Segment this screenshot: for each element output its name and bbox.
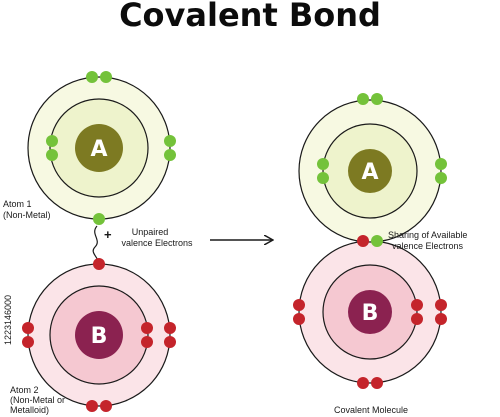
atom-a-right-symbol: A (361, 160, 378, 185)
electron (371, 93, 383, 105)
electron (86, 71, 98, 83)
electron (46, 135, 58, 147)
electron (86, 400, 98, 412)
sharing-label-line1: Sharing of Available (388, 230, 467, 240)
atom-a-left-symbol: A (90, 137, 107, 162)
atom1-label-line1: Atom 1 (3, 199, 32, 209)
diagram-title: Covalent Bond (119, 0, 381, 34)
atom-b-right-nucleus (348, 290, 392, 334)
shared-electron-green (371, 235, 383, 247)
electron (293, 313, 305, 325)
atom-a-right: A (298, 93, 447, 243)
molecule-label: Covalent Molecule (334, 405, 408, 415)
electron (22, 336, 34, 348)
electron (357, 93, 369, 105)
electron (435, 172, 447, 184)
electron (435, 313, 447, 325)
unpaired-label-line2: valence Electrons (121, 238, 193, 248)
atom2-label-line1: Atom 2 (10, 385, 39, 395)
side-id-text: 1223146000 (3, 295, 13, 345)
electron (293, 299, 305, 311)
plus-sign: + (104, 227, 112, 242)
electron (141, 322, 153, 334)
sharing-label-line2: valence Electrons (392, 241, 464, 251)
atom2-label-line2: (Non-Metal or (10, 395, 65, 405)
atom-b-right: B (293, 240, 447, 389)
atom-b-left-nucleus (75, 311, 123, 359)
electron (164, 322, 176, 334)
electron (164, 336, 176, 348)
electron (317, 172, 329, 184)
electron (46, 149, 58, 161)
electron (141, 336, 153, 348)
unpaired-label-line1: Unpaired (132, 227, 169, 237)
atom-b-left-symbol: B (91, 324, 108, 349)
unpaired-electron-a (93, 213, 105, 225)
electron (22, 322, 34, 334)
electron (435, 158, 447, 170)
electron (371, 377, 383, 389)
electron (411, 313, 423, 325)
atom-a-right-nucleus (348, 149, 392, 193)
shared-electron-red (357, 235, 369, 247)
atom-a-left-nucleus (75, 124, 123, 172)
shared-electron-pair (357, 235, 383, 247)
atom-b-right-symbol: B (362, 301, 379, 326)
unpaired-electron-b (93, 258, 105, 270)
electron (317, 158, 329, 170)
electron (435, 299, 447, 311)
atom1-label-line2: (Non-Metal) (3, 210, 51, 220)
electron (164, 149, 176, 161)
atom-b-left: B (22, 258, 176, 412)
electron (357, 377, 369, 389)
electron (411, 299, 423, 311)
electron (100, 71, 112, 83)
electron (100, 400, 112, 412)
pairing-connector (92, 225, 99, 263)
atom2-label-line3: Metalloid) (10, 405, 49, 415)
atom-a-left: A (27, 71, 176, 225)
electron (164, 135, 176, 147)
